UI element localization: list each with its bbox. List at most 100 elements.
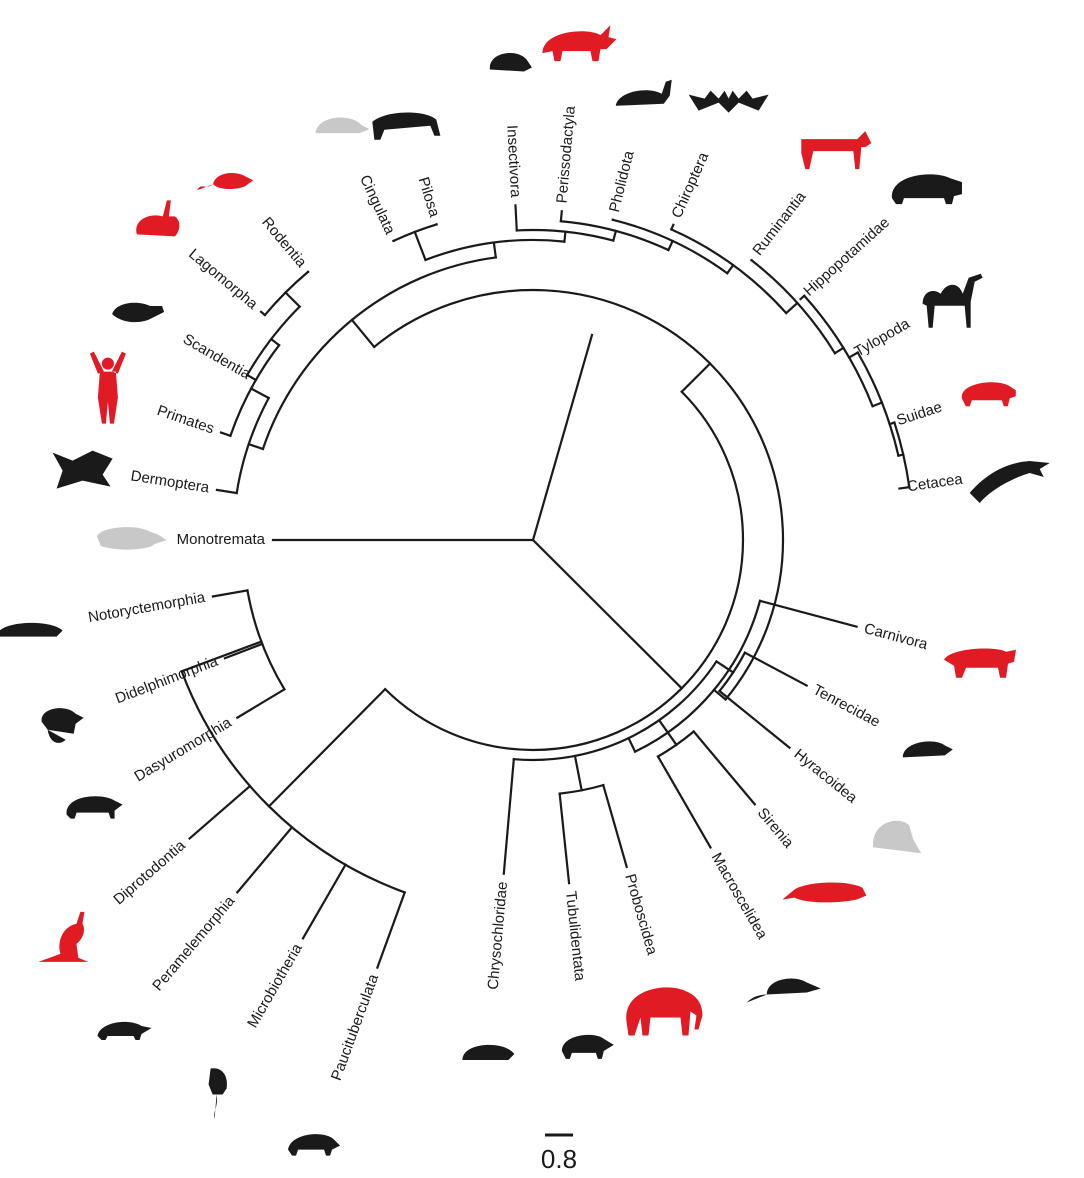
shrew-opossum-icon bbox=[288, 1134, 340, 1155]
branch-segment bbox=[560, 794, 569, 884]
dolphin-icon bbox=[970, 461, 1050, 503]
branch-segment bbox=[415, 232, 426, 260]
taxon-label: Tenrecidae bbox=[810, 681, 883, 730]
root-branch bbox=[533, 335, 592, 540]
taxon-label: Perissodactyla bbox=[553, 105, 578, 204]
taxon-label: Hyracoidea bbox=[791, 746, 861, 807]
branch-segment bbox=[720, 691, 790, 748]
anteater-icon bbox=[372, 112, 440, 139]
monito-icon bbox=[209, 1068, 227, 1118]
armadillo-icon bbox=[306, 118, 370, 140]
branch-segment bbox=[225, 644, 262, 658]
bat-icon bbox=[689, 91, 769, 113]
tiger-icon bbox=[940, 649, 1016, 678]
branch-segment bbox=[251, 389, 269, 398]
manatee-icon bbox=[782, 883, 866, 903]
branch-segment bbox=[786, 303, 797, 313]
branch-segment bbox=[694, 732, 755, 805]
taxon-labels: MonotremataDermopteraPrimatesScandentiaL… bbox=[87, 105, 965, 1083]
taxon-label: Macroscelidea bbox=[708, 850, 771, 943]
taxon-label: Didelphimorphia bbox=[113, 652, 221, 707]
branch-segment bbox=[727, 265, 733, 273]
scale-bar: 0.8 bbox=[541, 1135, 577, 1174]
taxon-label: Suidae bbox=[894, 399, 944, 430]
taxon-label: Pholidota bbox=[606, 149, 638, 214]
taxon-label: Chiroptera bbox=[668, 149, 712, 220]
taxon-label: Carnivora bbox=[862, 620, 930, 653]
branch-segment bbox=[249, 444, 263, 449]
marsupial-mole-icon bbox=[0, 623, 63, 637]
hyrax-icon bbox=[873, 821, 921, 854]
branch-segment bbox=[190, 786, 250, 838]
branch-segment bbox=[629, 738, 636, 752]
branch-segment bbox=[269, 689, 385, 806]
taxon-label: Tubulidentata bbox=[562, 890, 588, 982]
branch-arc bbox=[514, 661, 717, 760]
branch-segment bbox=[835, 348, 844, 353]
branch-arc bbox=[247, 590, 284, 689]
branch-segment bbox=[533, 540, 682, 688]
branch-segment bbox=[261, 312, 265, 315]
branch-segment bbox=[213, 590, 247, 596]
taxon-label: Chrysochloridae bbox=[485, 881, 511, 990]
elephant-icon bbox=[626, 987, 702, 1035]
tree-branches bbox=[182, 205, 910, 967]
taxon-label: Paucituberculata bbox=[328, 971, 382, 1082]
primate-icon bbox=[90, 352, 126, 424]
taxon-label: Tylopoda bbox=[852, 315, 914, 360]
branch-segment bbox=[286, 293, 300, 307]
rabbit-icon bbox=[136, 200, 179, 236]
tenrec-icon bbox=[903, 741, 953, 757]
hedgehog-icon bbox=[490, 53, 532, 71]
kangaroo-icon bbox=[38, 912, 88, 962]
branch-segment bbox=[671, 225, 673, 230]
branch-segment bbox=[658, 757, 711, 848]
rhino-icon bbox=[542, 25, 616, 61]
opossum-icon bbox=[42, 708, 84, 743]
camel-icon bbox=[923, 274, 983, 328]
taxon-label: Sirenia bbox=[754, 805, 797, 852]
taxon-label: Diprotodontia bbox=[110, 837, 189, 909]
branch-segment bbox=[237, 689, 284, 717]
branch-segment bbox=[221, 433, 230, 436]
taxon-label: Cingulata bbox=[356, 172, 398, 237]
branch-segment bbox=[303, 865, 346, 939]
branch-segment bbox=[504, 759, 514, 874]
branch-segment bbox=[603, 785, 626, 867]
taxon-label: Cetacea bbox=[906, 471, 964, 496]
scale-bar-label: 0.8 bbox=[541, 1144, 577, 1174]
taxon-label: Pilosa bbox=[415, 175, 443, 220]
taxon-label: Ruminantia bbox=[749, 188, 810, 259]
cow-icon bbox=[801, 131, 871, 169]
branch-segment bbox=[515, 205, 516, 230]
branch-segment bbox=[801, 296, 805, 299]
taxon-label: Proboscidea bbox=[621, 872, 661, 957]
branch-segment bbox=[613, 231, 616, 241]
taxon-label: Peramelemorphia bbox=[149, 892, 239, 994]
branch-segment bbox=[561, 211, 562, 221]
taxon-label: Lagomorpha bbox=[185, 246, 261, 314]
rat-icon bbox=[197, 173, 253, 190]
branch-segment bbox=[659, 720, 676, 745]
pig-icon bbox=[962, 382, 1016, 406]
branch-segment bbox=[564, 232, 565, 242]
branch-arc bbox=[635, 601, 760, 752]
branch-arc bbox=[394, 224, 437, 240]
taxon-label: Dermoptera bbox=[130, 467, 212, 496]
branch-segment bbox=[237, 827, 292, 892]
branch-segment bbox=[890, 423, 895, 425]
branch-segment bbox=[217, 490, 237, 493]
branch-segment bbox=[668, 241, 672, 250]
treeshrew-icon bbox=[112, 303, 164, 322]
taxon-label: Rodentia bbox=[258, 214, 310, 271]
pangolin-icon bbox=[616, 80, 672, 106]
hippo-icon bbox=[892, 174, 962, 204]
taxon-label: Scandentia bbox=[180, 331, 254, 384]
branch-arc bbox=[374, 290, 783, 699]
taxon-label: Monotremata bbox=[177, 531, 266, 548]
taxon-label: Microbiotheria bbox=[244, 940, 306, 1031]
platypus-icon bbox=[97, 527, 167, 550]
branch-segment bbox=[271, 339, 279, 345]
branch-segment bbox=[682, 364, 710, 392]
